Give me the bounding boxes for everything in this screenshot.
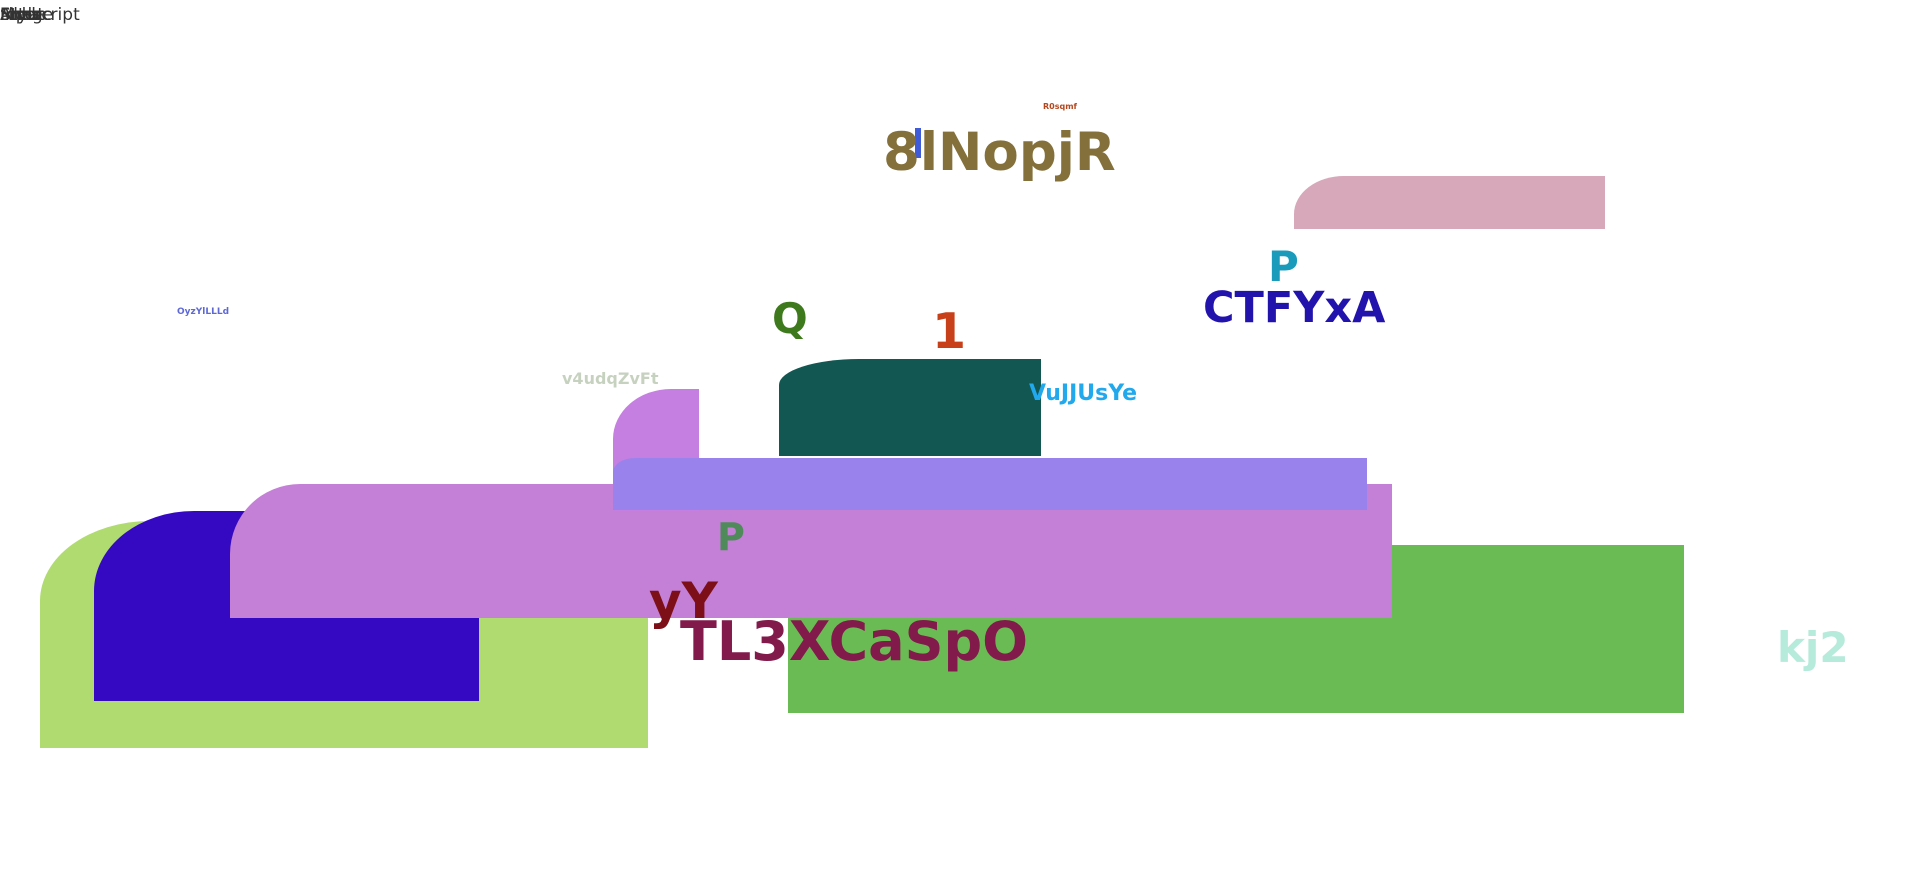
lavender-bar [613, 458, 1367, 510]
label-oyzyllld: OyzYlLLLd [177, 307, 230, 317]
corner-label: Style [0, 5, 43, 25]
teal-rounded-block [779, 359, 1041, 456]
label-tl3xcaspo: TL3XCaSpO [680, 610, 1029, 673]
label-ctfyxa: CTFYxA [1203, 283, 1386, 333]
label-p-green: P [717, 515, 745, 559]
corner-label: Filter [0, 5, 43, 25]
corner-label: Image [0, 5, 54, 25]
blue-tick-mark [915, 128, 921, 158]
label-v4udqzvft: v4udqZvFt [562, 369, 659, 388]
label-1: 1 [932, 303, 967, 360]
corner-label: Mode [0, 5, 47, 25]
label-vujjusye: VuJJUsYe [1029, 381, 1138, 406]
corner-label: Area [0, 5, 40, 25]
corner-label: Input [0, 5, 45, 25]
label-yy: yY [649, 572, 718, 630]
label-kj2: kj2 [1777, 623, 1849, 672]
label-8inopjr: 8lNopjR [883, 122, 1116, 183]
corner-label: Subscript [0, 5, 80, 25]
corner-label-stack: Subscript Image Filter Area Mode Style I… [0, 7, 120, 29]
pink-rounded-bar [1294, 176, 1605, 229]
label-q: Q [772, 294, 808, 343]
label-p-teal: P [1268, 242, 1299, 291]
label-r0sqmf: R0sqmf [1043, 102, 1078, 111]
